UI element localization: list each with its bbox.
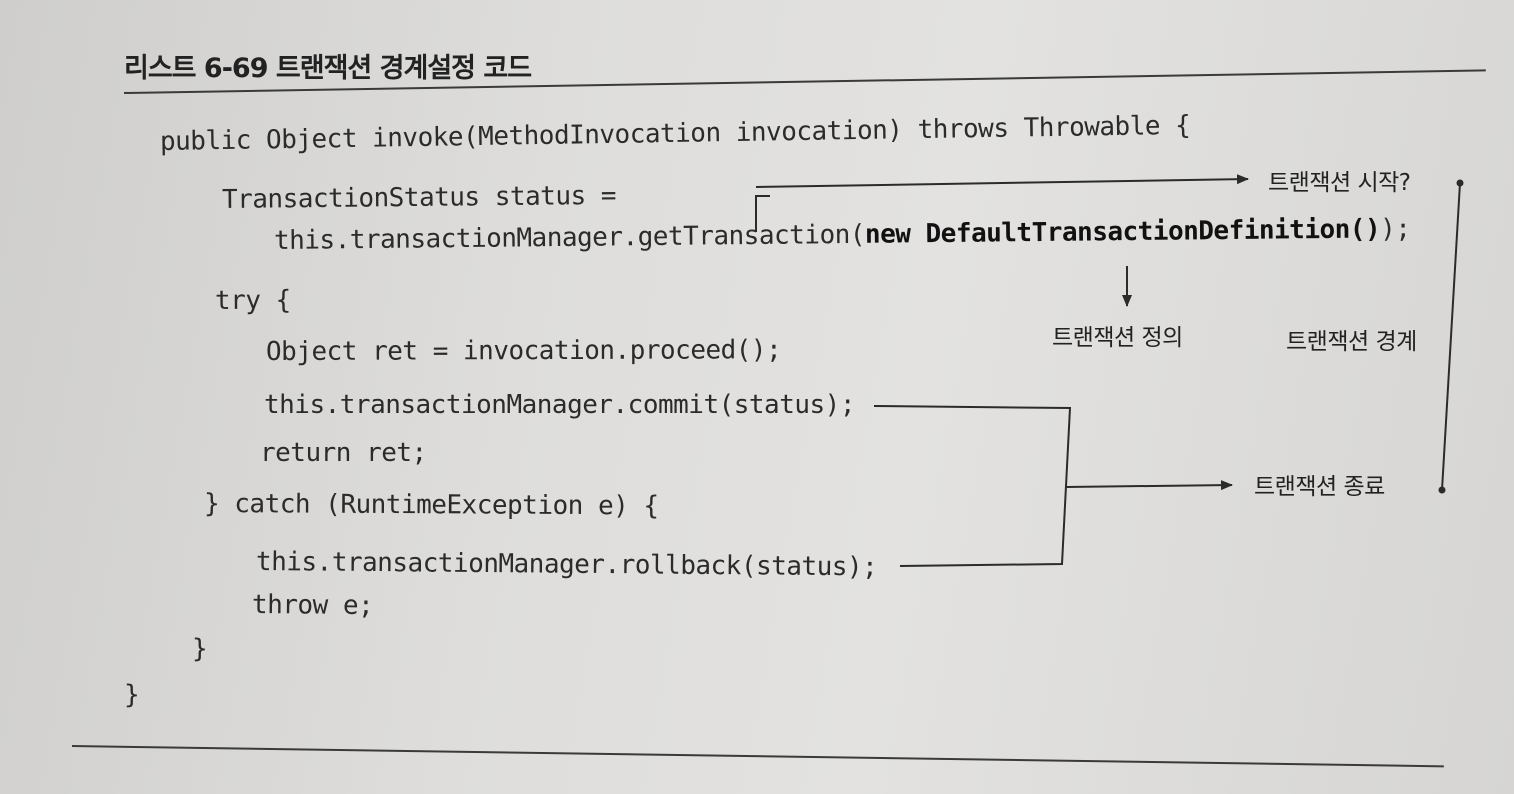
code-line-6: this.transactionManager.commit(status); xyxy=(264,390,855,420)
boundary-dot-bottom xyxy=(1438,486,1446,494)
label-transaction-boundary: 트랜잭션 경계 xyxy=(1286,329,1417,355)
end-arrow xyxy=(1065,480,1233,491)
boundary-dot-top xyxy=(1456,179,1464,187)
start-connector xyxy=(755,195,770,232)
boundary-line xyxy=(1441,182,1461,491)
listing-caption: 리스트 6-69 트랜잭션 경계설정 코드 xyxy=(124,53,532,84)
label-transaction-end: 트랜잭션 종료 xyxy=(1254,474,1385,500)
code-text: } xyxy=(192,634,208,664)
end-bracket xyxy=(873,405,1072,567)
code-text: return ret; xyxy=(260,438,427,468)
code-text: this.transactionManager.commit(status); xyxy=(264,390,855,420)
label-transaction-definition: 트랜잭션 정의 xyxy=(1052,325,1183,351)
code-line-12: } xyxy=(124,680,140,710)
code-line-7: return ret; xyxy=(260,438,427,468)
code-text: } xyxy=(124,680,140,710)
code-line-11: } xyxy=(192,634,208,664)
start-arrow xyxy=(755,174,1249,188)
label-transaction-start: 트랜잭션 시작? xyxy=(1268,170,1411,196)
